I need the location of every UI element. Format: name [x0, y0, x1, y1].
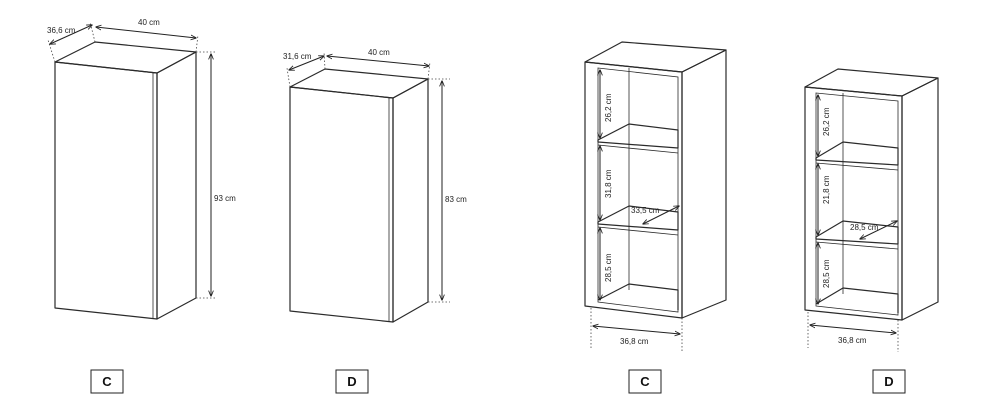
shelf-top-face	[804, 68, 939, 97]
variant-letter: D	[884, 374, 893, 389]
inner-depth-label: 33,5 cm	[631, 206, 660, 215]
variant-label-d-open: D	[872, 369, 906, 394]
cabinet-side	[392, 78, 429, 323]
shelf-side	[901, 77, 939, 321]
variant-letter: C	[102, 374, 112, 389]
open-shelf-c: 26,2 cm 31,8 cm 28,5 cm 33,5 cm 36,8 cm	[584, 41, 727, 352]
variant-label-c-closed: C	[90, 369, 124, 394]
closed-cabinet-c: 36,6 cm 40 cm 93 cm	[47, 18, 236, 320]
height-dimension-label: 83 cm	[445, 195, 467, 204]
depth-dimension-arrow	[289, 56, 324, 70]
depth-dimension-label: 31,6 cm	[283, 52, 312, 61]
inner-depth-arrow	[860, 221, 897, 239]
bottom-compartment-label: 28,5 cm	[604, 253, 613, 282]
cabinet-top-face	[289, 68, 429, 99]
shelf-top-face	[584, 41, 727, 73]
shelf-side	[681, 49, 727, 319]
variant-label-d-closed: D	[335, 369, 369, 394]
depth-dimension-label: 36,6 cm	[47, 26, 76, 35]
top-compartment-label: 26,2 cm	[822, 107, 831, 136]
shelf-bottom	[597, 283, 679, 310]
width-dimension-arrow	[96, 27, 196, 38]
shelf-front-frame	[804, 86, 903, 321]
width-dimension-arrow	[593, 326, 680, 334]
top-compartment-label: 26,2 cm	[604, 93, 613, 122]
inner-depth-arrow	[643, 206, 679, 224]
bottom-compartment-label: 28,5 cm	[822, 259, 831, 288]
width-dimension-arrow	[327, 56, 429, 66]
open-shelf-d: 26,2 cm 21,8 cm 28,5 cm 28,5 cm 36,8 cm	[804, 68, 939, 352]
shelf-board	[597, 123, 679, 149]
cabinet-side	[156, 51, 197, 320]
shelf-board	[815, 141, 899, 166]
inner-depth-label: 28,5 cm	[850, 223, 879, 232]
cabinet-top-face	[54, 41, 197, 74]
closed-cabinet-d: 31,6 cm 40 cm 83 cm	[283, 48, 467, 323]
width-dimension-label: 40 cm	[138, 18, 160, 27]
depth-dimension-arrow	[50, 25, 92, 44]
cabinet-door	[289, 86, 394, 323]
variant-letter: D	[347, 374, 356, 389]
height-dimension-label: 93 cm	[214, 194, 236, 203]
cabinet-door	[54, 61, 158, 320]
shelf-bottom	[815, 287, 899, 313]
width-dimension-label: 36,8 cm	[838, 336, 867, 345]
width-dimension-label: 40 cm	[368, 48, 390, 57]
middle-compartment-label: 21,8 cm	[822, 175, 831, 204]
variant-label-c-open: C	[628, 369, 662, 394]
width-dimension-arrow	[810, 325, 896, 333]
middle-compartment-label: 31,8 cm	[604, 169, 613, 198]
width-dimension-label: 36,8 cm	[620, 337, 649, 346]
variant-letter: C	[640, 374, 650, 389]
